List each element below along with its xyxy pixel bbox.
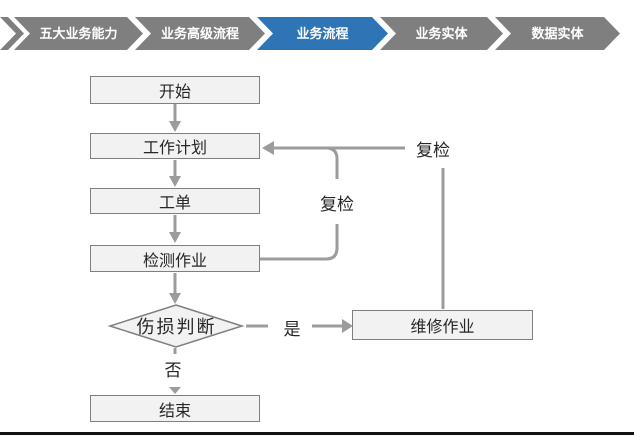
breadcrumb-item-business-entity[interactable]: 业务实体 bbox=[380, 17, 503, 50]
arrowhead-into-inspect bbox=[169, 232, 181, 243]
flow-node-end: 结束 bbox=[90, 395, 260, 422]
breadcrumb-item-label: 五大业务能力 bbox=[39, 26, 118, 41]
edge-label-yes: 是 bbox=[283, 320, 301, 339]
flow-node-label: 维修作业 bbox=[410, 319, 475, 336]
flow-node-label: 工作计划 bbox=[142, 140, 207, 157]
edge-label-recheck-outer: 复检 bbox=[416, 141, 450, 160]
edge-label-no: 否 bbox=[164, 361, 182, 380]
flow-node-label: 检测作业 bbox=[142, 252, 207, 270]
breadcrumb: 五大业务能力 业务高级流程 业务流程 业务实体 数据实体 bbox=[0, 17, 634, 50]
flow-node-label: 工单 bbox=[158, 195, 191, 212]
edge-label-recheck-inner: 复检 bbox=[320, 195, 354, 214]
flow-node-inspection-job: 检测作业 bbox=[90, 245, 260, 272]
flow-node-work-order: 工单 bbox=[90, 188, 260, 214]
bottom-border-line bbox=[0, 432, 634, 435]
flow-node-repair-job: 维修作业 bbox=[352, 310, 533, 340]
breadcrumb-item-data-entity[interactable]: 数据实体 bbox=[495, 17, 620, 50]
breadcrumb-item-high-level-process[interactable]: 业务高级流程 bbox=[135, 17, 265, 50]
decision-diamond-shape bbox=[107, 304, 245, 348]
arrowhead-into-judge bbox=[169, 293, 181, 304]
arrowhead-recheck-into-plan bbox=[262, 141, 274, 155]
flow-node-label: 结束 bbox=[158, 402, 191, 420]
flow-node-label: 伤损判断 bbox=[136, 317, 217, 337]
edge-recheck-inner-bottom bbox=[260, 224, 339, 261]
breadcrumb-item-label: 数据实体 bbox=[531, 26, 584, 41]
breadcrumb-item-five-capabilities[interactable]: 五大业务能力 bbox=[14, 17, 143, 50]
breadcrumb-item-label: 业务实体 bbox=[415, 26, 468, 41]
arrowhead-into-end bbox=[169, 387, 181, 394]
breadcrumb-item-business-process-active[interactable]: 业务流程 bbox=[257, 17, 388, 50]
edge-recheck-inner-top bbox=[325, 146, 339, 179]
flow-node-start: 开始 bbox=[90, 76, 260, 104]
flow-node-label: 开始 bbox=[158, 84, 191, 101]
arrowhead-into-plan bbox=[169, 121, 181, 132]
flow-node-work-plan: 工作计划 bbox=[90, 133, 260, 159]
arrowhead-into-repair bbox=[342, 319, 353, 333]
breadcrumb-item-label: 业务高级流程 bbox=[160, 26, 239, 41]
flow-node-damage-decision: 伤损判断 bbox=[110, 305, 243, 347]
arrowhead-into-order bbox=[169, 176, 181, 187]
breadcrumb-item-label: 业务流程 bbox=[296, 26, 349, 41]
